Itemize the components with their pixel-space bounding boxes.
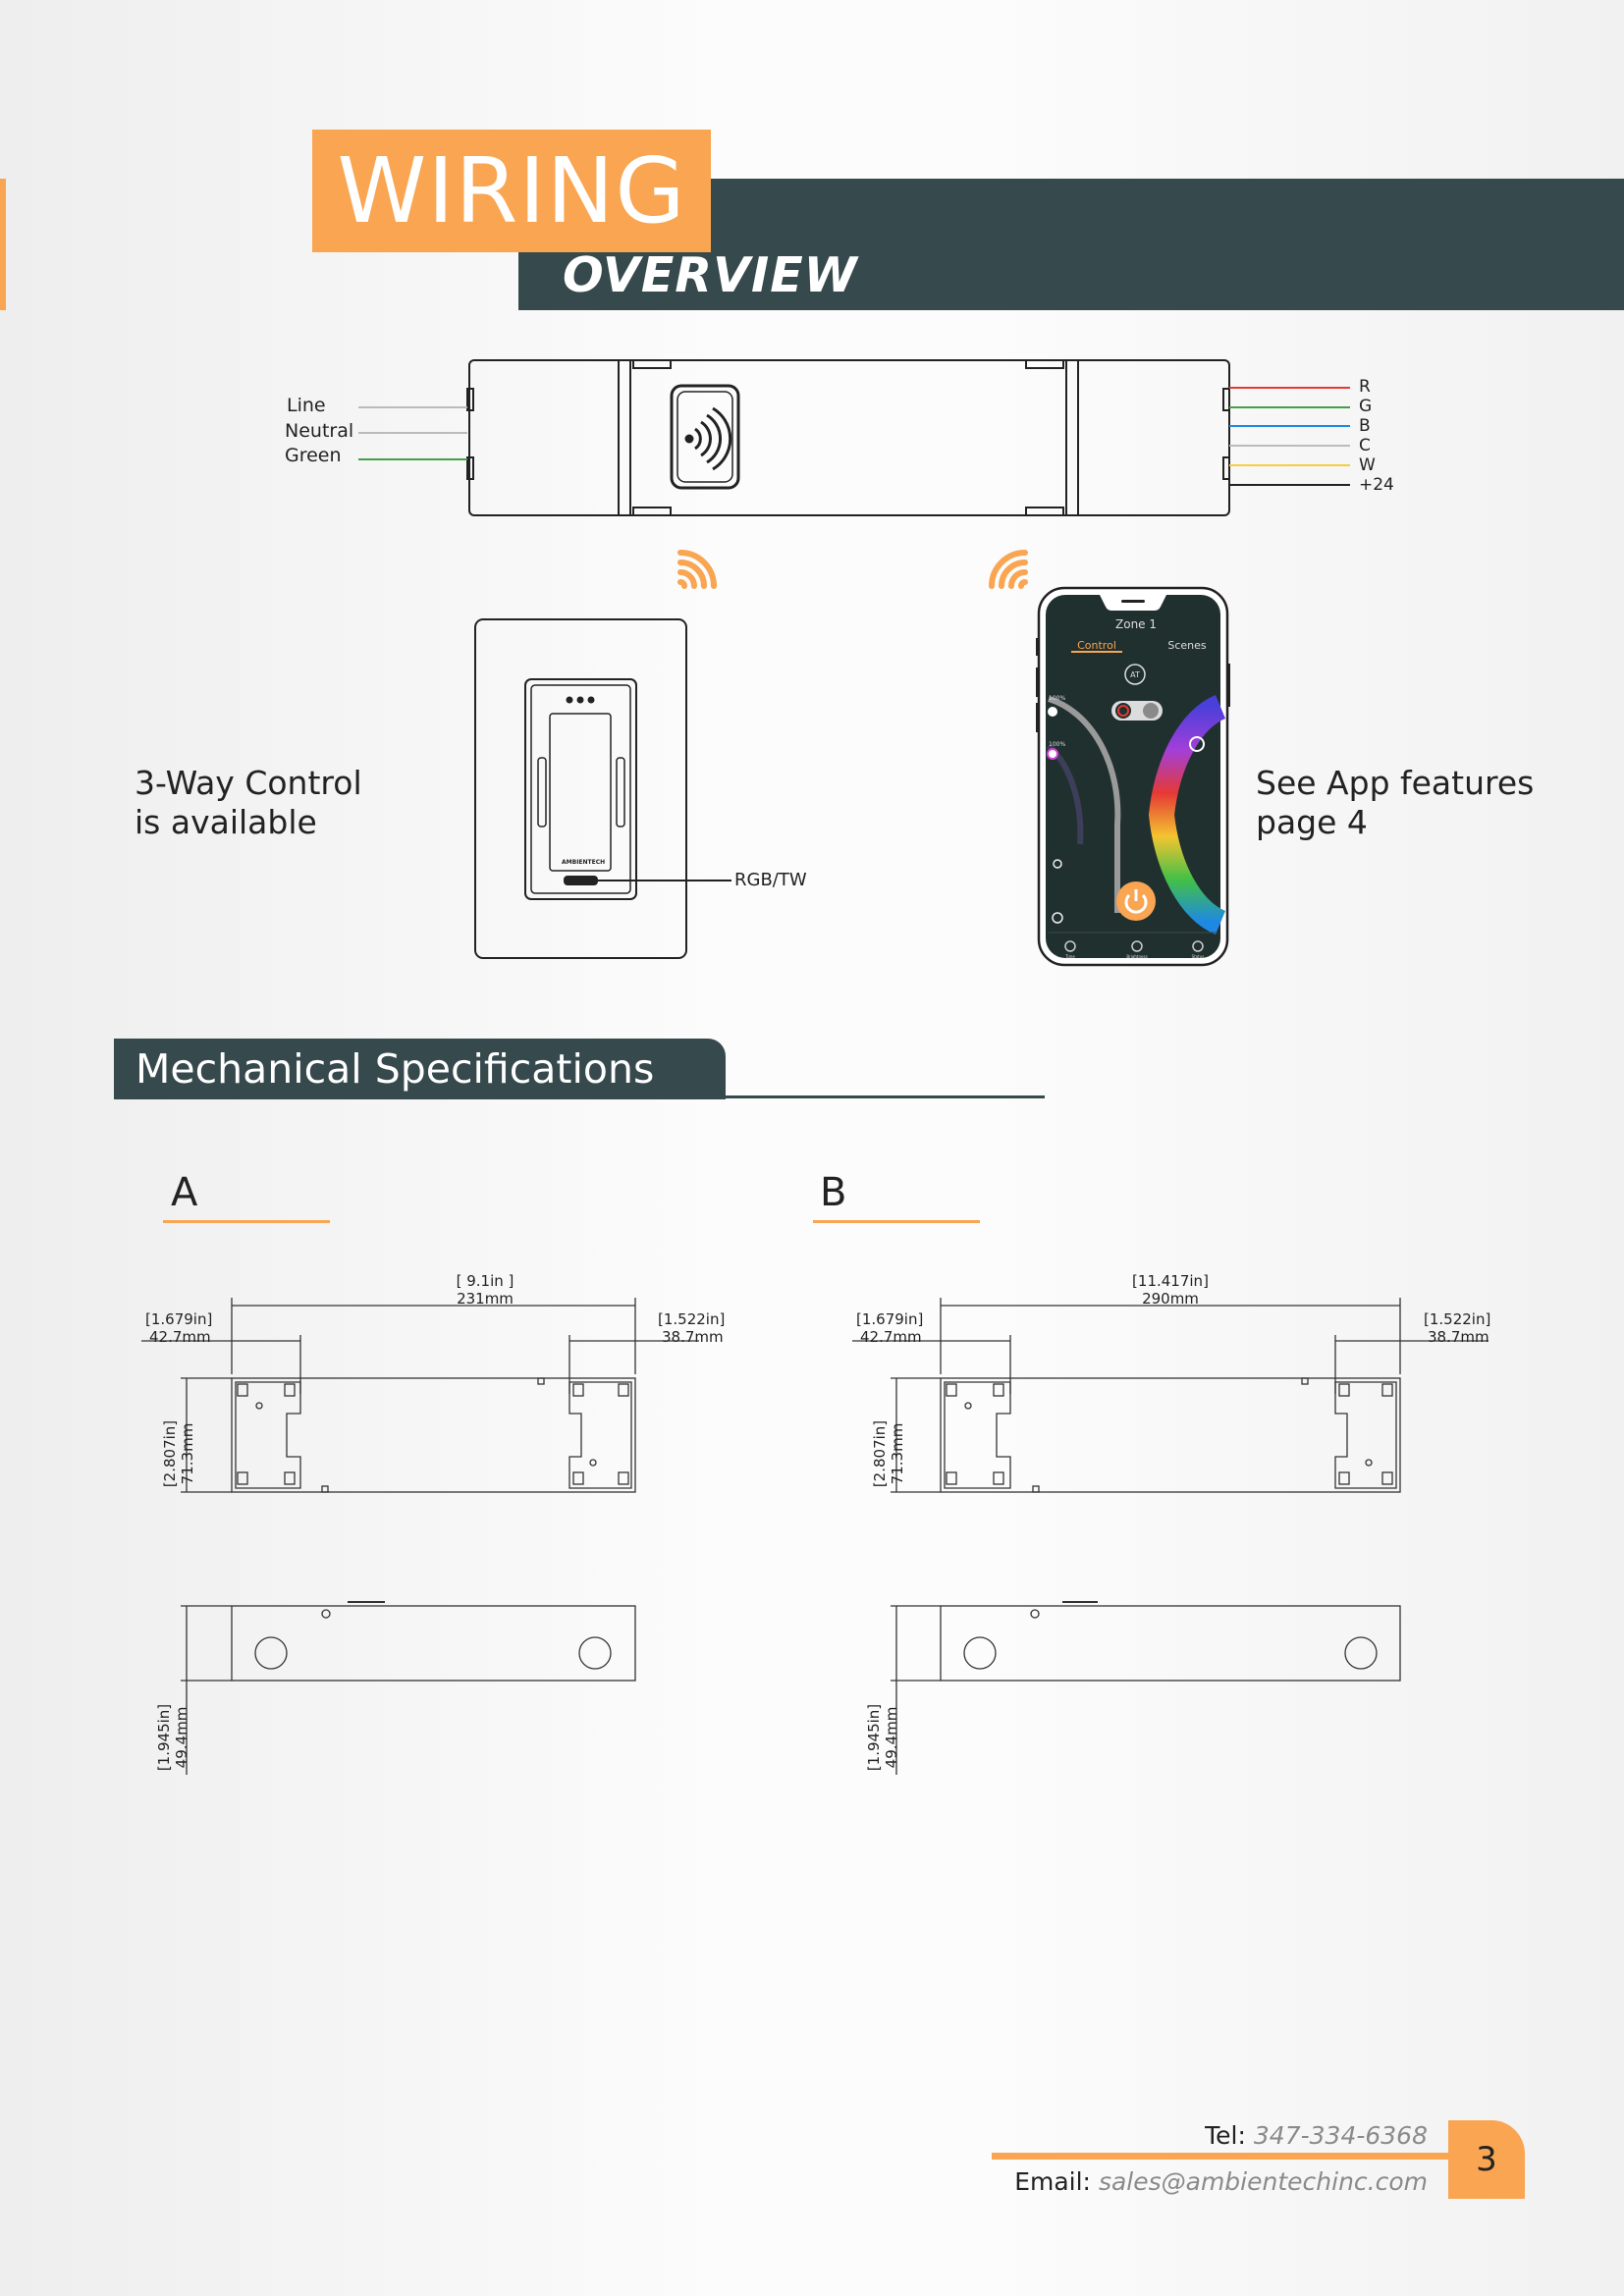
drawing-a [141, 1298, 699, 1775]
output-wires [1229, 387, 1350, 486]
input-wires [358, 406, 467, 460]
phone-link[interactable]: 347-334-6368 [1253, 2121, 1428, 2150]
dim-a-width: [2.807in] 71.3mm [161, 1419, 196, 1488]
footer-email: Email: sales@ambientechinc.com [1014, 2167, 1428, 2196]
view-rule-b [813, 1220, 980, 1223]
footer-tel: Tel: 347-334-6368 [1205, 2121, 1428, 2150]
wire-label-b: B [1359, 416, 1371, 436]
app-tab-scenes[interactable]: Scenes [1167, 639, 1207, 652]
view-rule-a [163, 1220, 330, 1223]
page-subtitle: OVERVIEW [563, 247, 858, 303]
section-underline [114, 1095, 1045, 1098]
wire-label-24v: +24 [1359, 475, 1394, 495]
wifi-signal-icon [989, 550, 1028, 589]
dim-b-left: [1.679in] 42.7mm [856, 1310, 924, 1346]
page-number: 3 [1448, 2120, 1525, 2199]
dim-b-width: [2.807in] 71.3mm [871, 1419, 906, 1488]
app-zone-title: Zone 1 [1115, 617, 1157, 631]
page-title: WIRING [312, 130, 711, 252]
switch-brand: AMBIENTECH [562, 859, 605, 866]
drawing-b [852, 1298, 1489, 1775]
app-level-2: 100% [1049, 741, 1065, 748]
view-label-a: A [171, 1170, 198, 1215]
dim-a-right: [1.522in] 38.7mm [658, 1310, 726, 1346]
dim-b-height: [1.945in] 49.4mm [865, 1703, 900, 1772]
header-accent-bar [0, 179, 6, 310]
app-logo: AT [1130, 670, 1140, 679]
dim-a-height: [1.945in] 49.4mm [155, 1703, 190, 1772]
dim-b-right: [1.522in] 38.7mm [1424, 1310, 1491, 1346]
section-title: Mechanical Specifications [114, 1039, 726, 1099]
app-nav-status[interactable]: Status [1192, 954, 1205, 959]
nfc-icon [684, 406, 732, 471]
wire-label-green: Green [285, 445, 342, 466]
three-way-text: 3-Way Control is available [135, 764, 362, 841]
dim-a-left: [1.679in] 42.7mm [145, 1310, 213, 1346]
wire-label-neutral: Neutral [285, 420, 354, 442]
app-nav-time[interactable]: Time [1064, 954, 1075, 959]
controller-housing [466, 359, 1230, 516]
wire-label-g: G [1359, 397, 1373, 416]
view-label-b: B [820, 1170, 847, 1215]
switch-callout-label: RGB/TW [734, 870, 807, 890]
footer-rule [992, 2153, 1522, 2160]
dim-a-length: [ 9.1in ] 231mm [456, 1272, 514, 1308]
wire-label-line: Line [287, 395, 326, 416]
dim-b-length: [11.417in] 290mm [1132, 1272, 1209, 1308]
email-link[interactable]: sales@ambientechinc.com [1098, 2167, 1428, 2196]
app-features-text: See App features page 4 [1256, 764, 1535, 841]
app-level-1: 100% [1049, 695, 1065, 702]
wire-label-c: C [1359, 436, 1371, 455]
wifi-signal-icon [677, 550, 717, 589]
wall-switch [474, 618, 731, 959]
phone-mockup [1036, 586, 1230, 967]
wire-label-r: R [1359, 377, 1371, 397]
app-tab-control[interactable]: Control [1077, 639, 1116, 652]
wire-label-w: W [1359, 455, 1376, 475]
app-nav-brightness[interactable]: Brightness [1126, 954, 1147, 959]
